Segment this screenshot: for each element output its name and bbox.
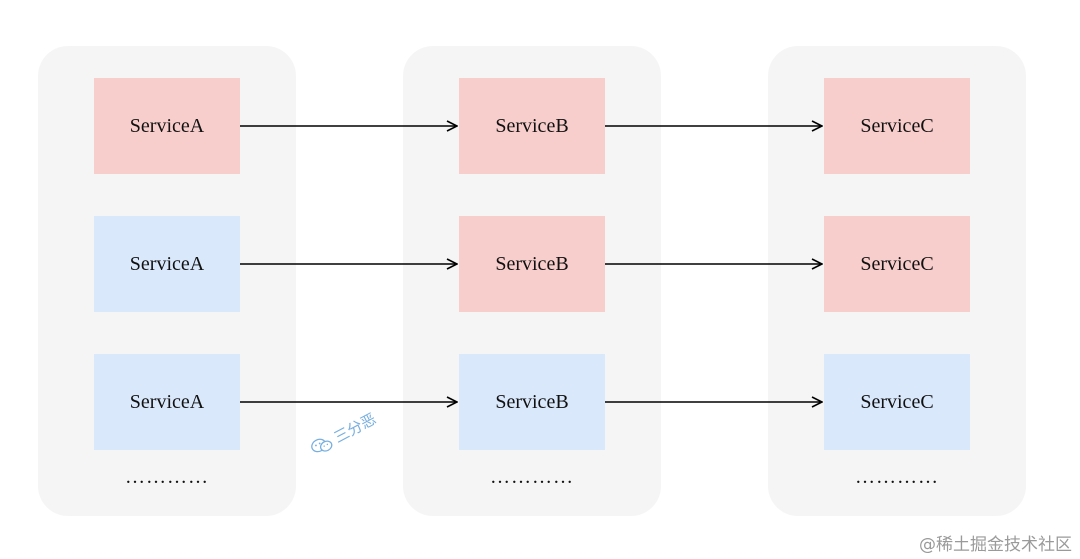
column-service-b: ServiceB ServiceB ServiceB …………	[403, 46, 661, 516]
ellipsis-a: …………	[125, 466, 209, 488]
service-a-box-1: ServiceA	[94, 78, 240, 174]
service-a-label: ServiceA	[129, 390, 205, 413]
service-c-box-1: ServiceC	[824, 78, 970, 174]
footer-credit: @稀土掘金技术社区	[919, 535, 1072, 555]
column-service-a: ServiceA ServiceA ServiceA …………	[38, 46, 296, 516]
column-service-c: ServiceC ServiceC ServiceC …………	[768, 46, 1026, 516]
wechat-icon	[310, 438, 333, 452]
service-b-label: ServiceB	[495, 252, 569, 275]
service-c-box-2: ServiceC	[824, 216, 970, 312]
service-a-box-2: ServiceA	[94, 216, 240, 312]
ellipsis-c: …………	[855, 466, 939, 488]
service-a-box-3: ServiceA	[94, 354, 240, 450]
service-c-label: ServiceC	[860, 252, 934, 275]
service-c-label: ServiceC	[860, 390, 934, 413]
service-b-box-2: ServiceB	[459, 216, 605, 312]
service-a-label: ServiceA	[129, 114, 205, 137]
service-a-label: ServiceA	[129, 252, 205, 275]
service-c-box-3: ServiceC	[824, 354, 970, 450]
service-b-label: ServiceB	[495, 390, 569, 413]
service-b-box-3: ServiceB	[459, 354, 605, 450]
service-b-box-1: ServiceB	[459, 78, 605, 174]
service-b-label: ServiceB	[495, 114, 569, 137]
ellipsis-b: …………	[490, 466, 574, 488]
service-c-label: ServiceC	[860, 114, 934, 137]
watermark: 三分恶	[307, 408, 380, 460]
